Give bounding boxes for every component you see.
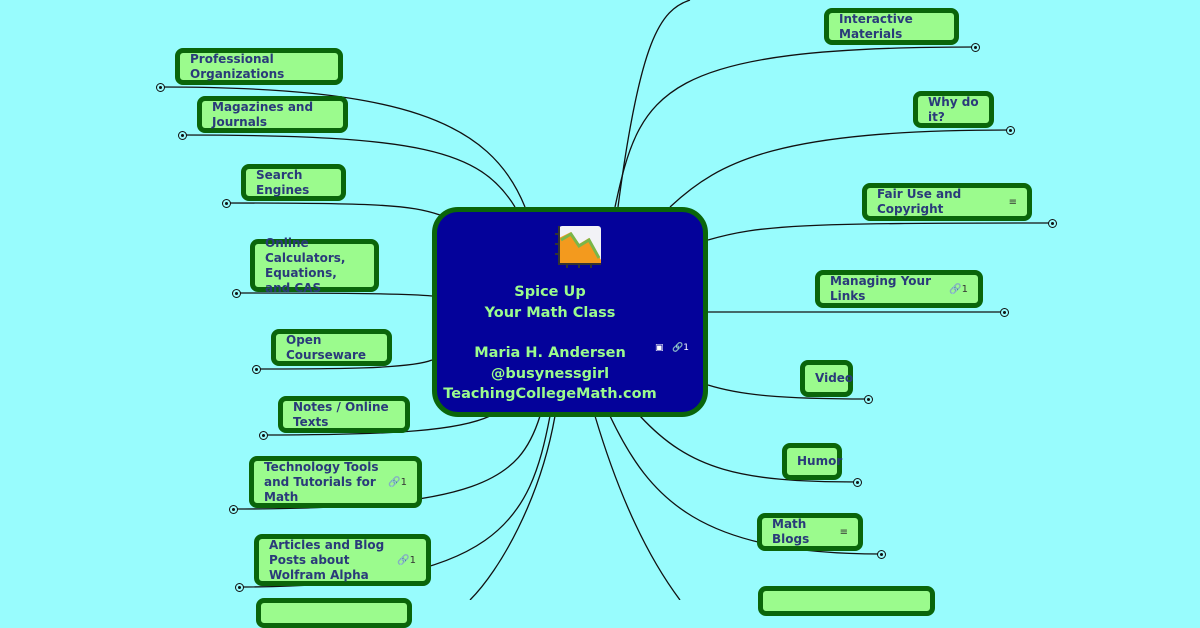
topic-label: Interactive Materials (839, 11, 913, 41)
topic-label: Math Blogs (772, 517, 810, 546)
collapse-toggle[interactable] (252, 365, 261, 374)
topic-label: Fair Use and Copyright (877, 187, 962, 216)
topic-label: Notes / Online Texts (293, 399, 389, 429)
topic-online-calculators[interactable]: Online Calculators, Equations, and CAS (250, 236, 379, 295)
link-icon[interactable]: 🔗1 (388, 476, 407, 488)
central-handle: @busynessgirl (490, 365, 610, 382)
topic-video[interactable]: Video (800, 360, 853, 397)
image-icon[interactable]: ▣ (654, 343, 664, 353)
collapse-toggle[interactable] (1006, 126, 1015, 135)
collapse-toggle[interactable] (178, 131, 187, 140)
topic-magazines-journals[interactable]: Magazines and Journals (197, 96, 348, 133)
topic-partial[interactable] (256, 598, 412, 628)
topic-articles-wolfram-alpha[interactable]: Articles and Blog Posts about Wolfram Al… (254, 534, 431, 586)
topic-why-do-it[interactable]: Why do it? (913, 91, 994, 128)
topic-partial[interactable] (758, 586, 935, 616)
link-count: 1 (961, 283, 968, 295)
topic-technology-tools[interactable]: Technology Tools and Tutorials for Math 🔗… (249, 456, 422, 508)
link-count: 1 (409, 554, 416, 566)
topic-label: Articles and Blog Posts about Wolfram Al… (269, 537, 385, 582)
collapse-toggle[interactable] (222, 199, 231, 208)
topic-label: Why do it? (928, 94, 979, 124)
topic-label: Humor (797, 454, 843, 468)
link-icon[interactable]: 🔗 (672, 343, 684, 353)
central-topic[interactable]: Spice Up Your Math Class Maria H. Anders… (432, 207, 708, 417)
topic-label: Search Engines (256, 167, 310, 197)
collapse-toggle[interactable] (877, 550, 886, 559)
topic-label: Online Calculators, Equations, and CAS (265, 235, 346, 295)
collapse-toggle[interactable] (156, 83, 165, 92)
collapse-toggle[interactable] (229, 505, 238, 514)
note-icon[interactable]: ≡ (839, 526, 848, 538)
central-title-1: Spice Up (514, 284, 586, 300)
central-website: TeachingCollegeMath.com (443, 386, 657, 402)
link-icon[interactable]: 🔗1 (949, 283, 968, 295)
link-count: 1 (683, 343, 689, 353)
chart-icon (555, 226, 601, 268)
collapse-toggle[interactable] (1000, 308, 1009, 317)
topic-humor[interactable]: Humor (782, 443, 842, 480)
connector-lines (159, 0, 1053, 600)
topic-notes-online-texts[interactable]: Notes / Online Texts (278, 396, 410, 433)
topic-open-courseware[interactable]: Open Courseware (271, 329, 392, 366)
topic-label: Technology Tools and Tutorials for Math (264, 459, 379, 504)
topic-label: Video (815, 371, 854, 385)
central-title-2: Your Math Class (484, 304, 616, 321)
central-author: Maria H. Andersen (474, 345, 626, 361)
collapse-toggle[interactable] (259, 431, 268, 440)
topic-label: Magazines and Journals (212, 99, 314, 129)
collapse-toggle[interactable] (235, 583, 244, 592)
topic-interactive-materials[interactable]: Interactive Materials (824, 8, 959, 45)
topic-label: Open Courseware (286, 332, 367, 362)
collapse-toggle[interactable] (971, 43, 980, 52)
topic-label: Managing Your Links (830, 274, 931, 303)
collapse-toggle[interactable] (864, 395, 873, 404)
topic-professional-organizations[interactable]: Professional Organizations (175, 48, 343, 85)
topic-math-blogs[interactable]: Math Blogs ≡ (757, 513, 863, 551)
topic-fair-use-copyright[interactable]: Fair Use and Copyright ≡ (862, 183, 1032, 221)
topic-label: Professional Organizations (190, 51, 285, 81)
topic-search-engines[interactable]: Search Engines (241, 164, 346, 201)
link-count: 1 (400, 476, 407, 488)
collapse-toggle[interactable] (853, 478, 862, 487)
collapse-toggle[interactable] (232, 289, 241, 298)
collapse-toggle[interactable] (1048, 219, 1057, 228)
note-icon[interactable]: ≡ (1008, 196, 1017, 208)
link-icon[interactable]: 🔗1 (397, 554, 416, 566)
topic-managing-links[interactable]: Managing Your Links 🔗1 (815, 270, 983, 308)
